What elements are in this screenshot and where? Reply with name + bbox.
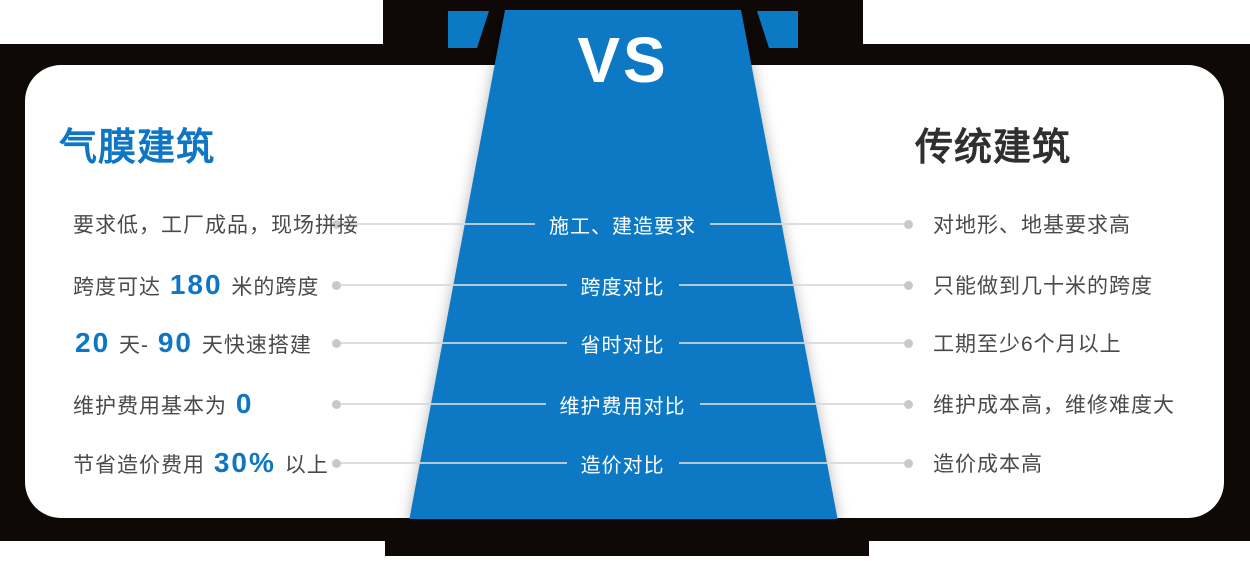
connector-dot-right bbox=[904, 280, 913, 290]
left-text-emphasis: 30% bbox=[213, 447, 276, 478]
black-ribbon-bottom-band bbox=[0, 519, 1250, 541]
connector-dot-right bbox=[904, 458, 913, 468]
row-connector: 跨度对比 bbox=[332, 268, 913, 302]
row-left-text: 节省造价费用 30% 以上 bbox=[73, 447, 329, 479]
connector-line-right bbox=[699, 403, 904, 405]
comparison-row: 维护费用对比 维护费用基本为 0 维护成本高，维修难度大 bbox=[0, 387, 1250, 421]
left-text-emphasis: 0 bbox=[235, 388, 254, 419]
connector-dot-right bbox=[904, 399, 913, 409]
connector-line-left bbox=[341, 284, 567, 286]
row-center-label: 维护费用对比 bbox=[559, 395, 686, 418]
connector-dot-left bbox=[332, 338, 341, 348]
left-text-emphasis: 180 bbox=[169, 269, 223, 300]
vs-label: VS bbox=[577, 24, 669, 96]
row-connector: 省时对比 bbox=[332, 326, 913, 360]
connector-line-left bbox=[341, 223, 535, 225]
comparison-row: 造价对比 节省造价费用 30% 以上 造价成本高 bbox=[0, 446, 1250, 480]
row-center-label: 跨度对比 bbox=[580, 276, 665, 299]
comparison-row: 跨度对比 跨度可达 180 米的跨度 只能做到几十米的跨度 bbox=[0, 268, 1250, 302]
row-center-label: 省时对比 bbox=[580, 334, 665, 357]
row-right-text: 只能做到几十米的跨度 bbox=[933, 275, 1153, 298]
row-left-text: 跨度可达 180 米的跨度 bbox=[73, 269, 319, 301]
connector-line-left bbox=[341, 342, 567, 344]
left-text-emphasis: 90 bbox=[157, 327, 193, 358]
connector-dot-right bbox=[904, 338, 913, 348]
row-right-text: 工期至少6个月以上 bbox=[933, 333, 1122, 356]
connector-line-right bbox=[678, 462, 904, 464]
connector-line-left bbox=[341, 462, 567, 464]
black-ribbon-bottom-tab bbox=[385, 541, 869, 556]
left-text-segment: 节省造价费用 bbox=[73, 454, 212, 477]
row-right-text: 造价成本高 bbox=[933, 453, 1043, 476]
connector-dot-left bbox=[332, 399, 341, 409]
connector-line-right bbox=[678, 342, 904, 344]
row-left-text: 20 天- 90 天快速搭建 bbox=[73, 327, 312, 359]
row-connector: 施工、建造要求 bbox=[332, 207, 913, 241]
row-connector: 维护费用对比 bbox=[332, 387, 913, 421]
connector-line-left bbox=[341, 403, 546, 405]
comparison-row: 省时对比 20 天- 90 天快速搭建 工期至少6个月以上 bbox=[0, 326, 1250, 360]
right-stripe-shape bbox=[757, 11, 798, 48]
row-right-text: 对地形、地基要求高 bbox=[933, 214, 1131, 237]
row-center-label: 施工、建造要求 bbox=[549, 215, 696, 238]
left-text-segment: 要求低，工厂成品，现场拼接 bbox=[73, 214, 359, 237]
left-text-segment: 米的跨度 bbox=[224, 276, 320, 299]
left-text-emphasis: 20 bbox=[75, 327, 111, 358]
left-text-segment: 维护费用基本为 bbox=[73, 395, 234, 418]
connector-dot-left bbox=[332, 219, 341, 229]
row-right-text: 维护成本高，维修难度大 bbox=[933, 394, 1175, 417]
left-stripe-shape bbox=[448, 11, 489, 48]
connector-dot-left bbox=[332, 458, 341, 468]
left-text-segment: 跨度可达 bbox=[73, 276, 168, 299]
connector-line-right bbox=[710, 223, 904, 225]
connector-dot-right bbox=[904, 219, 913, 229]
connector-dot-left bbox=[332, 280, 341, 290]
connector-line-right bbox=[678, 284, 904, 286]
left-column-title: 气膜建筑 bbox=[59, 127, 216, 169]
right-column-title: 传统建筑 bbox=[915, 127, 1072, 169]
left-text-segment: 以上 bbox=[277, 454, 329, 477]
left-text-segment: 天快速搭建 bbox=[194, 334, 312, 357]
comparison-row: 施工、建造要求 要求低，工厂成品，现场拼接 对地形、地基要求高 bbox=[0, 207, 1250, 241]
vs-trapezoid-shape bbox=[409, 10, 838, 521]
row-center-label: 造价对比 bbox=[580, 454, 665, 477]
row-connector: 造价对比 bbox=[332, 446, 913, 480]
row-left-text: 要求低，工厂成品，现场拼接 bbox=[73, 209, 359, 239]
left-text-segment: 天- bbox=[112, 334, 156, 357]
row-left-text: 维护费用基本为 0 bbox=[73, 388, 255, 420]
